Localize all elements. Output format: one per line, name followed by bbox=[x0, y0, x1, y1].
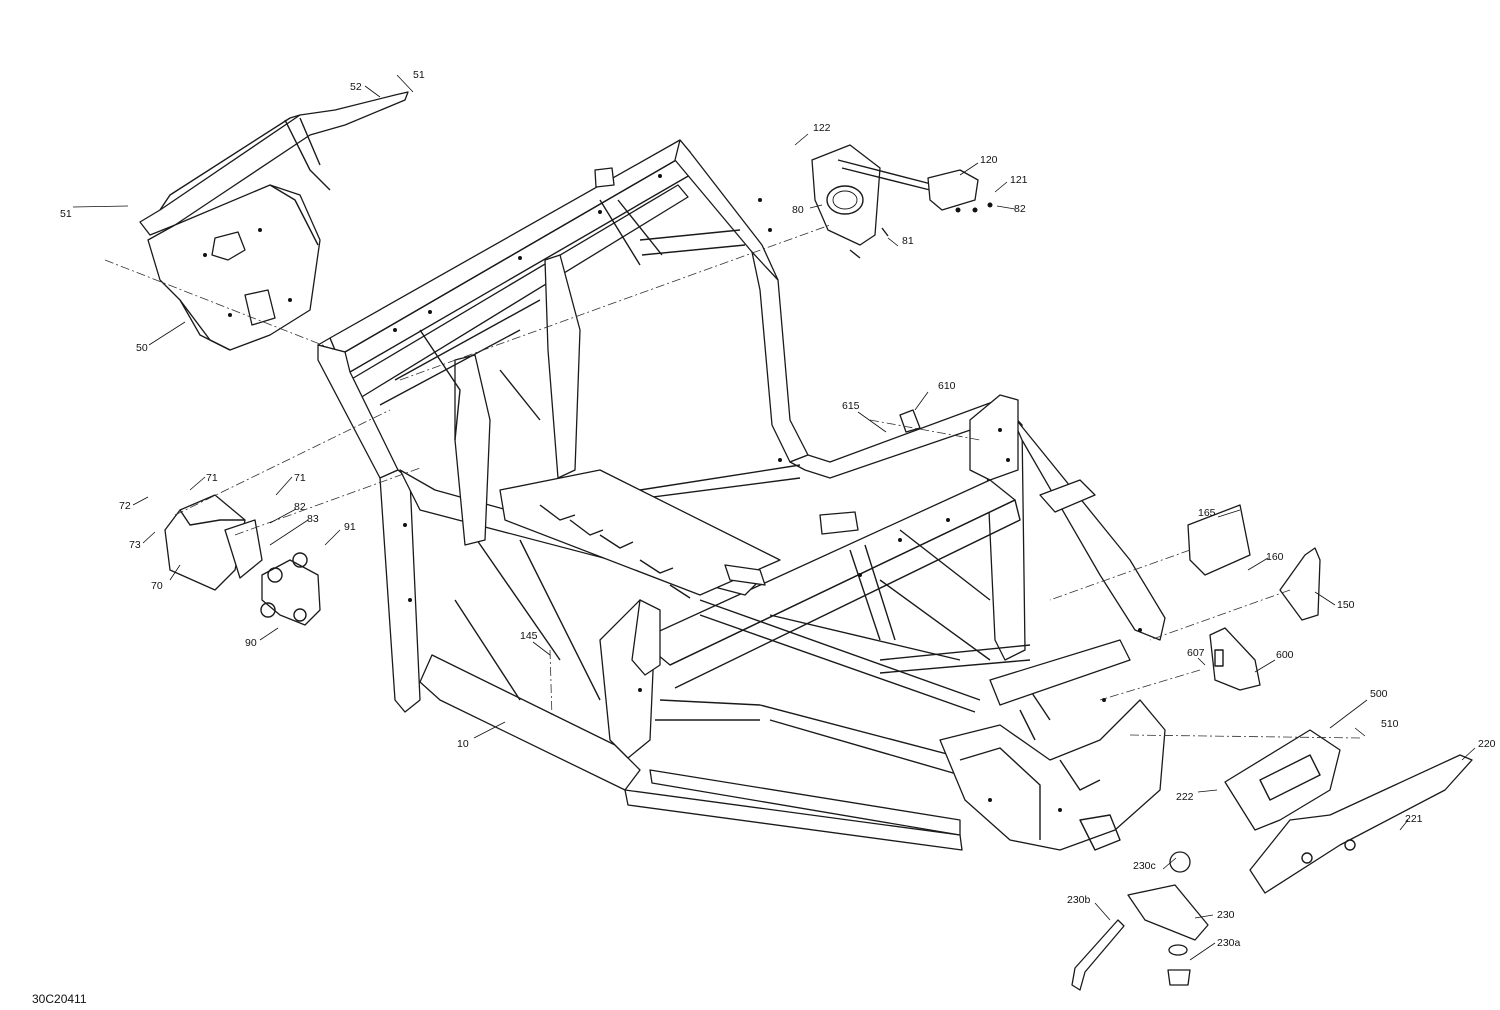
callout-510: 510 bbox=[1381, 718, 1399, 730]
callout-52: 52 bbox=[350, 81, 362, 93]
callout-607: 607 bbox=[1187, 647, 1205, 659]
assembly-lines bbox=[104, 224, 1361, 739]
leader-lines bbox=[72, 74, 1476, 961]
callout-165: 165 bbox=[1198, 507, 1216, 519]
callout-600: 600 bbox=[1276, 649, 1294, 661]
callout-81: 81 bbox=[902, 235, 914, 247]
callout-221: 221 bbox=[1405, 813, 1423, 825]
callout-51-left: 51 bbox=[60, 208, 72, 220]
callout-120: 120 bbox=[980, 154, 998, 166]
part-600-bracket bbox=[1209, 627, 1261, 691]
part-500-plate bbox=[1224, 729, 1341, 831]
callout-labels: 10 50 51 51 52 70 71 71 72 73 80 81 82 8… bbox=[60, 69, 1496, 949]
callout-51-top: 51 bbox=[413, 69, 425, 81]
part-90-bracket bbox=[260, 552, 321, 626]
part-150-panel bbox=[1279, 547, 1321, 621]
part-70-bracket bbox=[164, 494, 263, 591]
callout-73: 73 bbox=[129, 539, 141, 551]
part-50-front-bracket bbox=[139, 91, 409, 351]
main-frame-part-10 bbox=[317, 139, 1166, 851]
callout-160: 160 bbox=[1266, 551, 1284, 563]
callout-230: 230 bbox=[1217, 909, 1235, 921]
callout-615: 615 bbox=[842, 400, 860, 412]
callout-222: 222 bbox=[1176, 791, 1194, 803]
callout-72: 72 bbox=[119, 500, 131, 512]
callout-80: 80 bbox=[792, 204, 804, 216]
callout-150: 150 bbox=[1337, 599, 1355, 611]
callout-610: 610 bbox=[938, 380, 956, 392]
drawing-reference-code: 30C20411 bbox=[32, 992, 87, 1006]
callout-122: 122 bbox=[813, 122, 831, 134]
part-165-panel bbox=[1187, 504, 1251, 576]
callout-70: 70 bbox=[151, 580, 163, 592]
callout-71-right: 71 bbox=[294, 472, 306, 484]
part-230-hitch bbox=[1071, 851, 1209, 991]
callout-10: 10 bbox=[457, 738, 469, 750]
part-220-skid-plate bbox=[1249, 754, 1473, 894]
callout-71-left: 71 bbox=[206, 472, 218, 484]
callout-121: 121 bbox=[1010, 174, 1028, 186]
callout-91: 91 bbox=[344, 521, 356, 533]
callout-500: 500 bbox=[1370, 688, 1388, 700]
callout-90: 90 bbox=[245, 637, 257, 649]
callout-83: 83 bbox=[307, 513, 319, 525]
callout-50: 50 bbox=[136, 342, 148, 354]
callout-82-right: 82 bbox=[1014, 203, 1026, 215]
callout-230b: 230b bbox=[1067, 894, 1091, 906]
callout-220: 220 bbox=[1478, 738, 1496, 750]
callout-145: 145 bbox=[520, 630, 538, 642]
callout-230c: 230c bbox=[1133, 860, 1156, 872]
part-80-120-bracket bbox=[811, 144, 993, 259]
callout-82-left: 82 bbox=[294, 501, 306, 513]
callout-230a: 230a bbox=[1217, 937, 1241, 949]
